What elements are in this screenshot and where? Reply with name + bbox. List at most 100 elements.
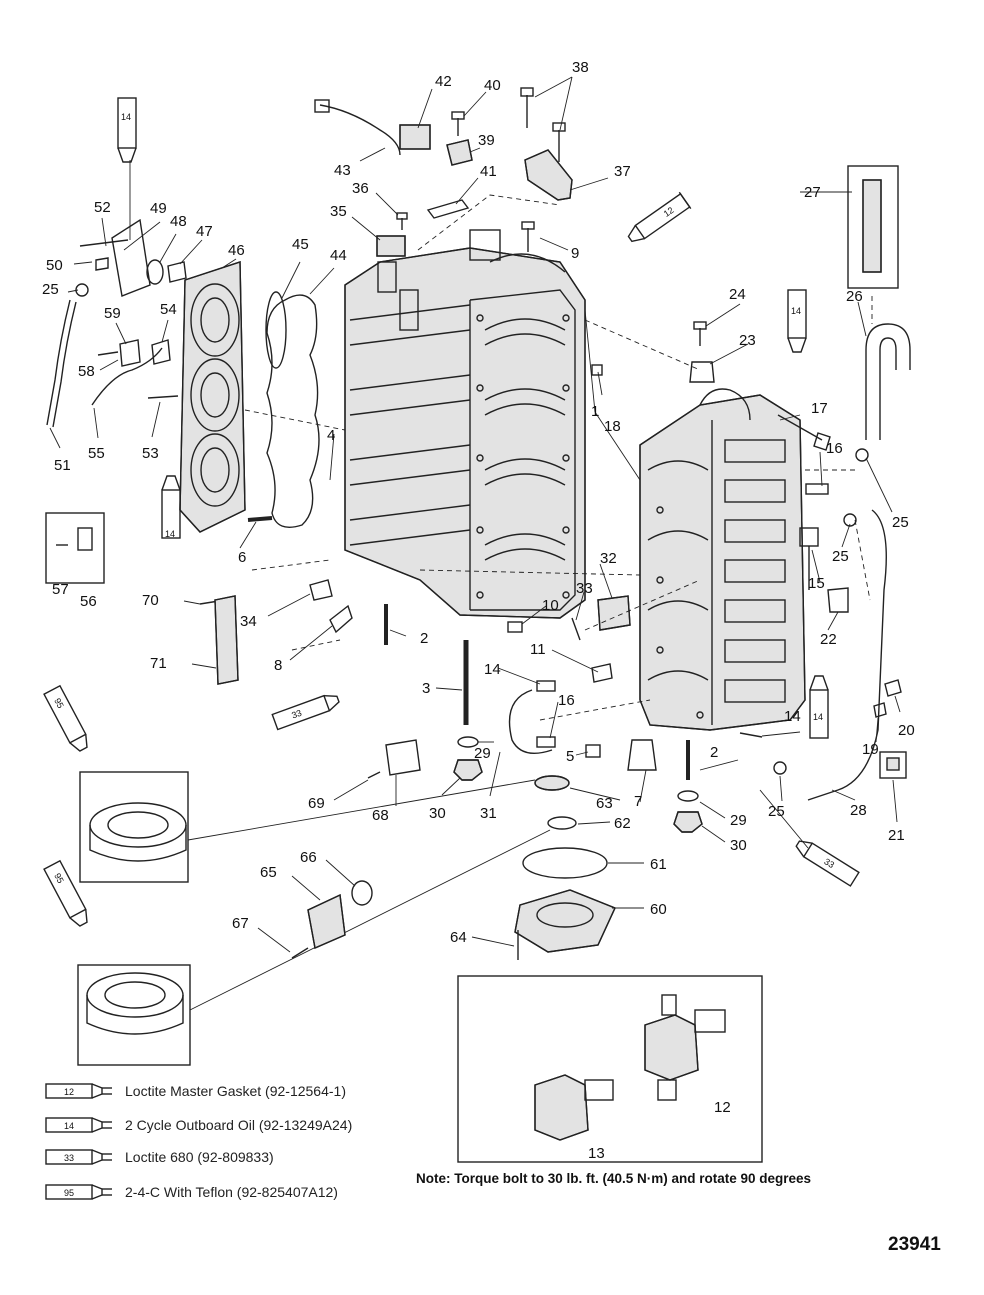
callout-1: 1 xyxy=(591,403,599,420)
callout-60: 60 xyxy=(650,901,667,918)
callout-29b: 29 xyxy=(730,812,747,829)
callout-42: 42 xyxy=(435,73,452,90)
callout-39: 39 xyxy=(478,132,495,149)
callout-40: 40 xyxy=(484,77,501,94)
tube-95-lower: 95 xyxy=(43,859,88,927)
callout-16a: 16 xyxy=(558,692,575,709)
callout-48: 48 xyxy=(170,213,187,230)
callout-14a: 14 xyxy=(484,661,501,678)
callout-5: 5 xyxy=(566,748,574,765)
tube-14-left-bottom: 14 xyxy=(161,475,181,539)
callout-numbers: 1 2 2 3 4 5 6 7 8 9 10 11 12 13 14 14 15… xyxy=(42,59,915,1162)
callout-65: 65 xyxy=(260,864,277,881)
callout-6: 6 xyxy=(238,549,246,566)
svg-text:12: 12 xyxy=(64,1087,74,1097)
callout-38: 38 xyxy=(572,59,589,76)
callout-28: 28 xyxy=(850,802,867,819)
callout-67: 67 xyxy=(232,915,249,932)
callout-69: 69 xyxy=(308,795,325,812)
tube-14-right-top: 14 xyxy=(787,289,807,353)
callout-20: 20 xyxy=(898,722,915,739)
callout-7: 7 xyxy=(634,793,642,810)
svg-text:14: 14 xyxy=(121,112,131,122)
callout-70: 70 xyxy=(142,592,159,609)
legend-item-loctite-master-gasket: Loctite Master Gasket (92-12564-1) xyxy=(125,1083,346,1099)
legend-tube-14-icon: 14 xyxy=(45,1117,112,1133)
cylinder-block xyxy=(344,229,586,619)
small-parts xyxy=(45,87,911,960)
svg-text:14: 14 xyxy=(165,529,175,539)
figure-number: 23941 xyxy=(888,1234,941,1255)
callout-19: 19 xyxy=(862,741,879,758)
callout-34: 34 xyxy=(240,613,257,630)
svg-text:33: 33 xyxy=(822,856,836,870)
callout-52: 52 xyxy=(94,199,111,216)
callout-49: 49 xyxy=(150,200,167,217)
callout-41: 41 xyxy=(480,163,497,180)
callout-56: 56 xyxy=(80,593,97,610)
legend-item-loctite-680: Loctite 680 (92-809833) xyxy=(125,1149,274,1165)
callout-30a: 30 xyxy=(429,805,446,822)
svg-text:33: 33 xyxy=(290,708,303,721)
callout-59: 59 xyxy=(104,305,121,322)
svg-text:95: 95 xyxy=(52,696,66,710)
tube-14-left-top: 14 xyxy=(117,97,137,163)
note-detail-box xyxy=(457,975,763,1163)
head-gasket xyxy=(266,294,320,528)
callout-22: 22 xyxy=(820,631,837,648)
callout-27: 27 xyxy=(804,184,821,201)
callout-2b: 2 xyxy=(710,744,718,761)
callout-44: 44 xyxy=(330,247,347,264)
callout-37: 37 xyxy=(614,163,631,180)
callout-64: 64 xyxy=(450,929,467,946)
tube-14-right-bottom: 14 xyxy=(809,675,829,739)
callout-25b: 25 xyxy=(892,514,909,531)
callout-21: 21 xyxy=(888,827,905,844)
callout-10: 10 xyxy=(542,597,559,614)
callout-leaders xyxy=(49,76,901,953)
svg-text:14: 14 xyxy=(64,1121,74,1131)
tube-12-top: 12 xyxy=(627,191,692,243)
callout-17: 17 xyxy=(811,400,828,417)
legend-tube-33-icon: 33 xyxy=(45,1149,112,1165)
callout-29a: 29 xyxy=(474,745,491,762)
tube-95-upper: 95 xyxy=(43,684,88,752)
tube-33-left: 33 xyxy=(271,694,340,731)
svg-text:14: 14 xyxy=(813,712,823,722)
callout-50: 50 xyxy=(46,257,63,274)
cylinder-head-plate xyxy=(179,261,246,533)
callout-13: 13 xyxy=(588,1145,605,1162)
svg-text:12: 12 xyxy=(662,205,676,219)
callout-8: 8 xyxy=(274,657,282,674)
callout-66: 66 xyxy=(300,849,317,866)
svg-text:95: 95 xyxy=(52,871,66,885)
callout-62: 62 xyxy=(614,815,631,832)
callout-9: 9 xyxy=(571,245,579,262)
callout-2: 2 xyxy=(420,630,428,647)
svg-text:95: 95 xyxy=(64,1188,74,1198)
callout-16b: 16 xyxy=(826,440,843,457)
callout-71: 71 xyxy=(150,655,167,672)
callout-57: 57 xyxy=(52,581,69,598)
callout-51: 51 xyxy=(54,457,71,474)
callout-46: 46 xyxy=(228,242,245,259)
callout-33: 33 xyxy=(576,580,593,597)
legend-icons: 12 14 33 95 xyxy=(45,1083,112,1200)
callout-23: 23 xyxy=(739,332,756,349)
callout-61: 61 xyxy=(650,856,667,873)
callout-15: 15 xyxy=(808,575,825,592)
callout-3: 3 xyxy=(422,680,430,697)
callout-63: 63 xyxy=(596,795,613,812)
callout-26: 26 xyxy=(846,288,863,305)
callout-47: 47 xyxy=(196,223,213,240)
callout-24: 24 xyxy=(729,286,746,303)
o-ring-45 xyxy=(265,291,287,369)
seal-detail-upper xyxy=(79,771,189,883)
callout-31: 31 xyxy=(480,805,497,822)
legend-tube-12-icon: 12 xyxy=(45,1083,112,1099)
seal-detail-lower xyxy=(77,964,191,1066)
callout-32: 32 xyxy=(600,550,617,567)
legend-item-outboard-oil: 2 Cycle Outboard Oil (92-13249A24) xyxy=(125,1117,353,1133)
tube-33-right: 33 xyxy=(795,840,860,887)
